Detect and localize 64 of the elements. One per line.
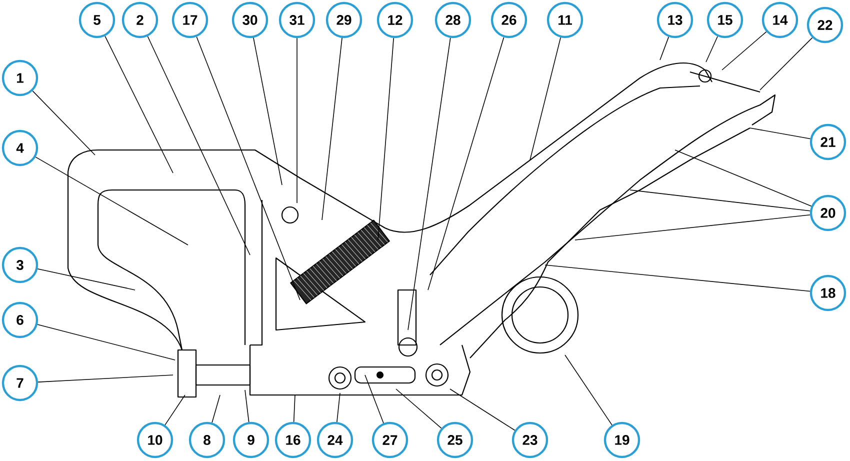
leader-line	[630, 190, 810, 212]
leader-line	[293, 394, 296, 422]
callout-number: 22	[806, 6, 844, 44]
leader-line	[544, 264, 810, 292]
leader-line	[212, 394, 220, 423]
leader-line	[378, 38, 394, 240]
leader-line	[322, 38, 342, 220]
leader-line	[674, 150, 812, 206]
callout-number: 12	[376, 2, 414, 38]
leader-line	[37, 324, 176, 360]
callout-number: 13	[656, 2, 694, 38]
callout-number: 10	[136, 422, 174, 458]
leader-line	[408, 38, 451, 330]
leader-line	[37, 268, 136, 290]
leader-line	[660, 36, 670, 60]
leader-line	[296, 38, 298, 204]
callout-number: 7	[2, 364, 38, 402]
leader-line	[530, 37, 562, 160]
leader-line	[706, 36, 718, 62]
leader-line	[750, 128, 811, 140]
callout-number: 14	[762, 2, 798, 38]
leader-line	[336, 392, 340, 422]
callout-number: 20	[810, 194, 846, 232]
leader-line	[722, 31, 767, 70]
callout-number: 6	[2, 302, 38, 338]
leader-line	[32, 90, 96, 156]
leader-line	[147, 36, 250, 256]
leader-line	[396, 388, 442, 429]
leader-line	[104, 36, 174, 174]
callout-number: 28	[434, 2, 472, 38]
callout-number: 3	[2, 246, 38, 284]
leader-line	[35, 156, 188, 246]
callout-number: 8	[188, 422, 226, 458]
callout-number: 30	[232, 2, 268, 38]
leader-line	[760, 37, 813, 90]
callout-number: 18	[810, 274, 846, 312]
leader-line	[38, 374, 174, 382]
callout-number: 4	[2, 130, 38, 166]
callout-number: 16	[274, 422, 312, 458]
callout-number: 17	[172, 2, 208, 38]
leader-line	[428, 36, 504, 290]
callout-number: 19	[604, 422, 640, 458]
leader-line	[164, 394, 186, 426]
callout-number: 27	[372, 422, 408, 458]
callout-number: 9	[232, 422, 270, 458]
callout-number: 5	[78, 2, 116, 38]
callout-number: 24	[316, 422, 354, 458]
callout-number: 15	[706, 2, 744, 38]
callout-number: 26	[490, 2, 528, 38]
callout-number: 23	[512, 422, 548, 458]
callout-number: 11	[546, 2, 584, 38]
callout-number: 1	[2, 60, 38, 96]
leader-line	[574, 214, 810, 240]
callout-number: 25	[436, 422, 474, 458]
leader-line	[253, 37, 282, 186]
callout-number: 31	[278, 2, 316, 38]
callout-number: 29	[326, 2, 362, 38]
callout-number: 2	[122, 2, 158, 38]
leader-line	[564, 354, 612, 426]
leader-line	[244, 390, 250, 422]
leader-line	[196, 36, 300, 300]
leader-line	[364, 374, 384, 424]
callout-number: 21	[810, 124, 846, 160]
leader-line	[450, 388, 516, 431]
